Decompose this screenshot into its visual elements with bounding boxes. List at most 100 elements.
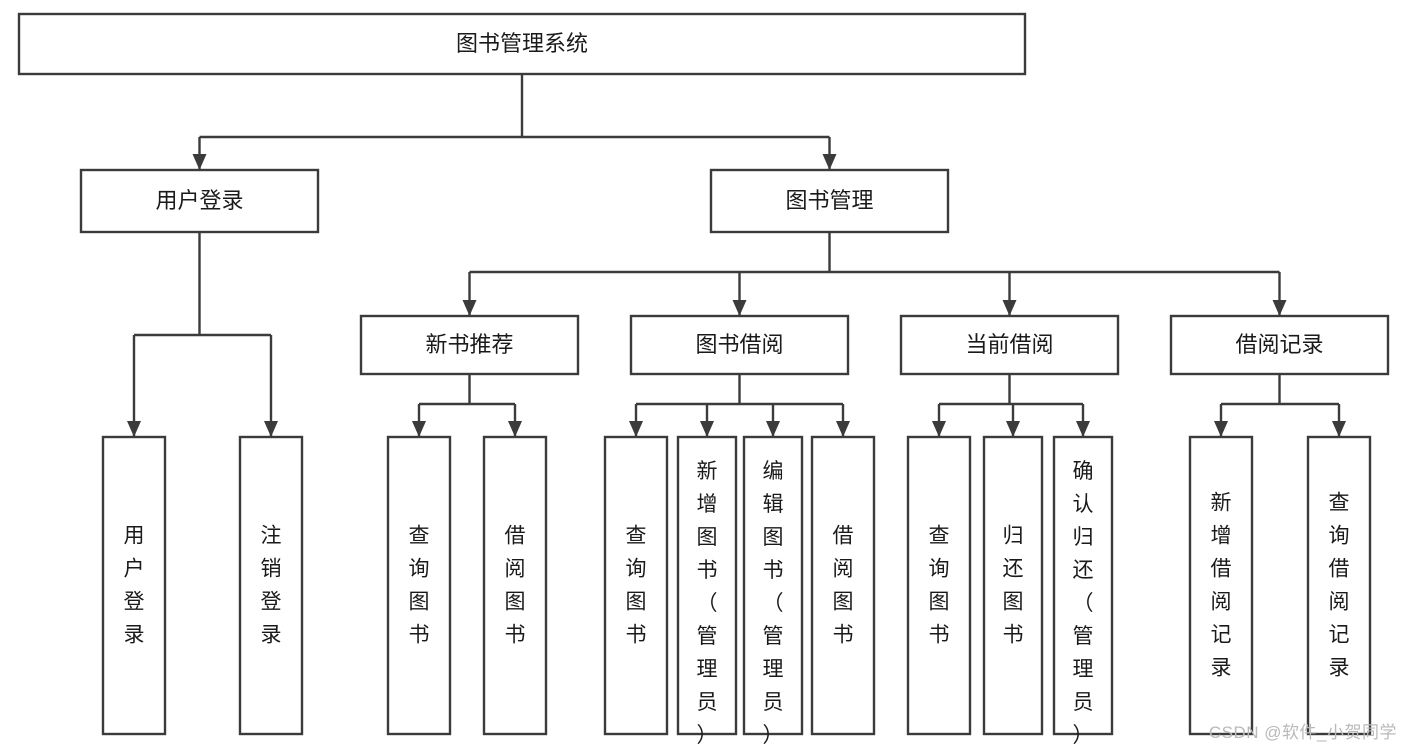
node-new-book-recommend[interactable]: 新书推荐 bbox=[359, 314, 580, 376]
node-root[interactable]: 图书管理系统 bbox=[17, 12, 1027, 76]
node-label-confirm-return-admin: 理 bbox=[1073, 658, 1094, 681]
node-current-borrow[interactable]: 当前借阅 bbox=[899, 314, 1120, 376]
node-label-confirm-return-admin: 还 bbox=[1073, 559, 1094, 582]
node-label-user-login-do: 录 bbox=[124, 624, 145, 647]
node-label-new-book-recommend: 新书推荐 bbox=[425, 332, 513, 357]
node-label-user-login-do: 用 bbox=[124, 525, 145, 548]
node-box-user-login[interactable] bbox=[79, 168, 320, 234]
node-label-user-logout: 录 bbox=[261, 624, 282, 647]
node-label-user-login: 用户登录 bbox=[155, 188, 243, 213]
node-label-add-book-admin: 理 bbox=[697, 658, 718, 681]
arrow-head-icon bbox=[1332, 421, 1346, 437]
node-box-new-book-recommend[interactable] bbox=[359, 314, 580, 376]
node-label-edit-book-admin: 管 bbox=[763, 625, 784, 648]
node-box-book-borrow[interactable] bbox=[629, 314, 850, 376]
node-label-add-borrow-record: 录 bbox=[1211, 657, 1232, 680]
node-box-query-borrow-record[interactable] bbox=[1306, 435, 1372, 736]
arrow-head-icon bbox=[1272, 300, 1287, 316]
node-box-edit-book-admin[interactable] bbox=[742, 435, 804, 736]
node-user-login[interactable]: 用户登录 bbox=[79, 168, 320, 234]
node-label-confirm-return-admin: 归 bbox=[1073, 526, 1094, 549]
node-box-user-logout[interactable] bbox=[238, 435, 304, 736]
node-label-confirm-return-admin: （ bbox=[1073, 592, 1094, 615]
node-label-edit-book-admin: 书 bbox=[763, 559, 784, 582]
node-label-query-book-nb: 查 bbox=[409, 525, 430, 548]
node-label-user-login-do: 登 bbox=[124, 591, 145, 614]
arrow-head-icon bbox=[508, 421, 522, 437]
node-box-query-book-nb[interactable] bbox=[386, 435, 452, 736]
node-label-edit-book-admin: 辑 bbox=[763, 493, 784, 516]
node-label-confirm-return-admin: ） bbox=[1073, 724, 1094, 747]
node-book-manage[interactable]: 图书管理 bbox=[709, 168, 950, 234]
node-box-borrow-records[interactable] bbox=[1169, 314, 1390, 376]
node-label-book-manage: 图书管理 bbox=[785, 188, 873, 213]
node-label-edit-book-admin: 图 bbox=[763, 526, 784, 549]
node-label-add-book-admin: 书 bbox=[697, 559, 718, 582]
node-label-borrow-book-bb: 借 bbox=[833, 525, 854, 548]
node-box-current-borrow[interactable] bbox=[899, 314, 1120, 376]
node-borrow-records[interactable]: 借阅记录 bbox=[1169, 314, 1390, 376]
node-layer: 图书管理系统用户登录用户登录注销登录图书管理新书推荐查询图书借阅图书图书借阅查询… bbox=[17, 12, 1390, 747]
node-label-query-book-cb: 图 bbox=[929, 591, 950, 614]
node-label-return-book: 还 bbox=[1003, 558, 1024, 581]
node-box-return-book[interactable] bbox=[982, 435, 1044, 736]
node-label-confirm-return-admin: 管 bbox=[1073, 625, 1094, 648]
node-label-edit-book-admin: 员 bbox=[763, 691, 784, 714]
node-box-root[interactable] bbox=[17, 12, 1027, 76]
node-book-borrow[interactable]: 图书借阅 bbox=[629, 314, 850, 376]
arrow-head-icon bbox=[1006, 421, 1020, 437]
node-label-edit-book-admin: 理 bbox=[763, 658, 784, 681]
node-label-confirm-return-admin: 确 bbox=[1073, 460, 1094, 483]
node-label-query-borrow-record: 借 bbox=[1329, 558, 1350, 581]
node-label-user-logout: 登 bbox=[261, 591, 282, 614]
node-label-add-book-admin: ） bbox=[697, 724, 718, 747]
node-box-add-borrow-record[interactable] bbox=[1188, 435, 1254, 736]
node-label-borrow-book-nb: 图 bbox=[505, 591, 526, 614]
node-label-add-book-admin: 员 bbox=[697, 691, 718, 714]
node-label-add-borrow-record: 新 bbox=[1211, 492, 1232, 515]
connector-layer bbox=[127, 74, 1346, 437]
node-box-confirm-return-admin[interactable] bbox=[1052, 435, 1114, 736]
arrow-head-icon bbox=[412, 421, 426, 437]
node-label-add-borrow-record: 增 bbox=[1211, 525, 1232, 548]
node-label-edit-book-admin: （ bbox=[763, 592, 784, 615]
node-user-login-do[interactable]: 用户登录 bbox=[101, 435, 167, 736]
node-box-user-login-do[interactable] bbox=[101, 435, 167, 736]
node-label-confirm-return-admin: 员 bbox=[1073, 691, 1094, 714]
node-label-borrow-book-bb: 书 bbox=[833, 624, 854, 647]
node-box-add-book-admin[interactable] bbox=[676, 435, 738, 736]
node-box-query-book-bb[interactable] bbox=[603, 435, 669, 736]
node-label-add-borrow-record: 借 bbox=[1211, 558, 1232, 581]
node-label-query-book-bb: 查 bbox=[626, 525, 647, 548]
node-label-query-borrow-record: 录 bbox=[1329, 657, 1350, 680]
node-label-borrow-book-nb: 借 bbox=[505, 525, 526, 548]
arrow-head-icon bbox=[127, 421, 141, 437]
node-label-add-book-admin: 图 bbox=[697, 526, 718, 549]
node-box-borrow-book-bb[interactable] bbox=[810, 435, 876, 736]
node-label-add-book-admin: 管 bbox=[697, 625, 718, 648]
node-label-borrow-records: 借阅记录 bbox=[1235, 332, 1323, 357]
csdn-watermark: CSDN @软件_小贺同学 bbox=[1208, 723, 1397, 742]
node-box-borrow-book-nb[interactable] bbox=[482, 435, 548, 736]
node-label-borrow-book-nb: 阅 bbox=[505, 558, 526, 581]
arrow-head-icon bbox=[932, 421, 946, 437]
node-label-user-login-do: 户 bbox=[124, 558, 145, 581]
arrow-head-icon bbox=[462, 300, 477, 316]
node-label-return-book: 书 bbox=[1003, 624, 1024, 647]
node-box-query-book-cb[interactable] bbox=[906, 435, 972, 736]
node-label-root: 图书管理系统 bbox=[456, 31, 588, 56]
node-box-book-manage[interactable] bbox=[709, 168, 950, 234]
